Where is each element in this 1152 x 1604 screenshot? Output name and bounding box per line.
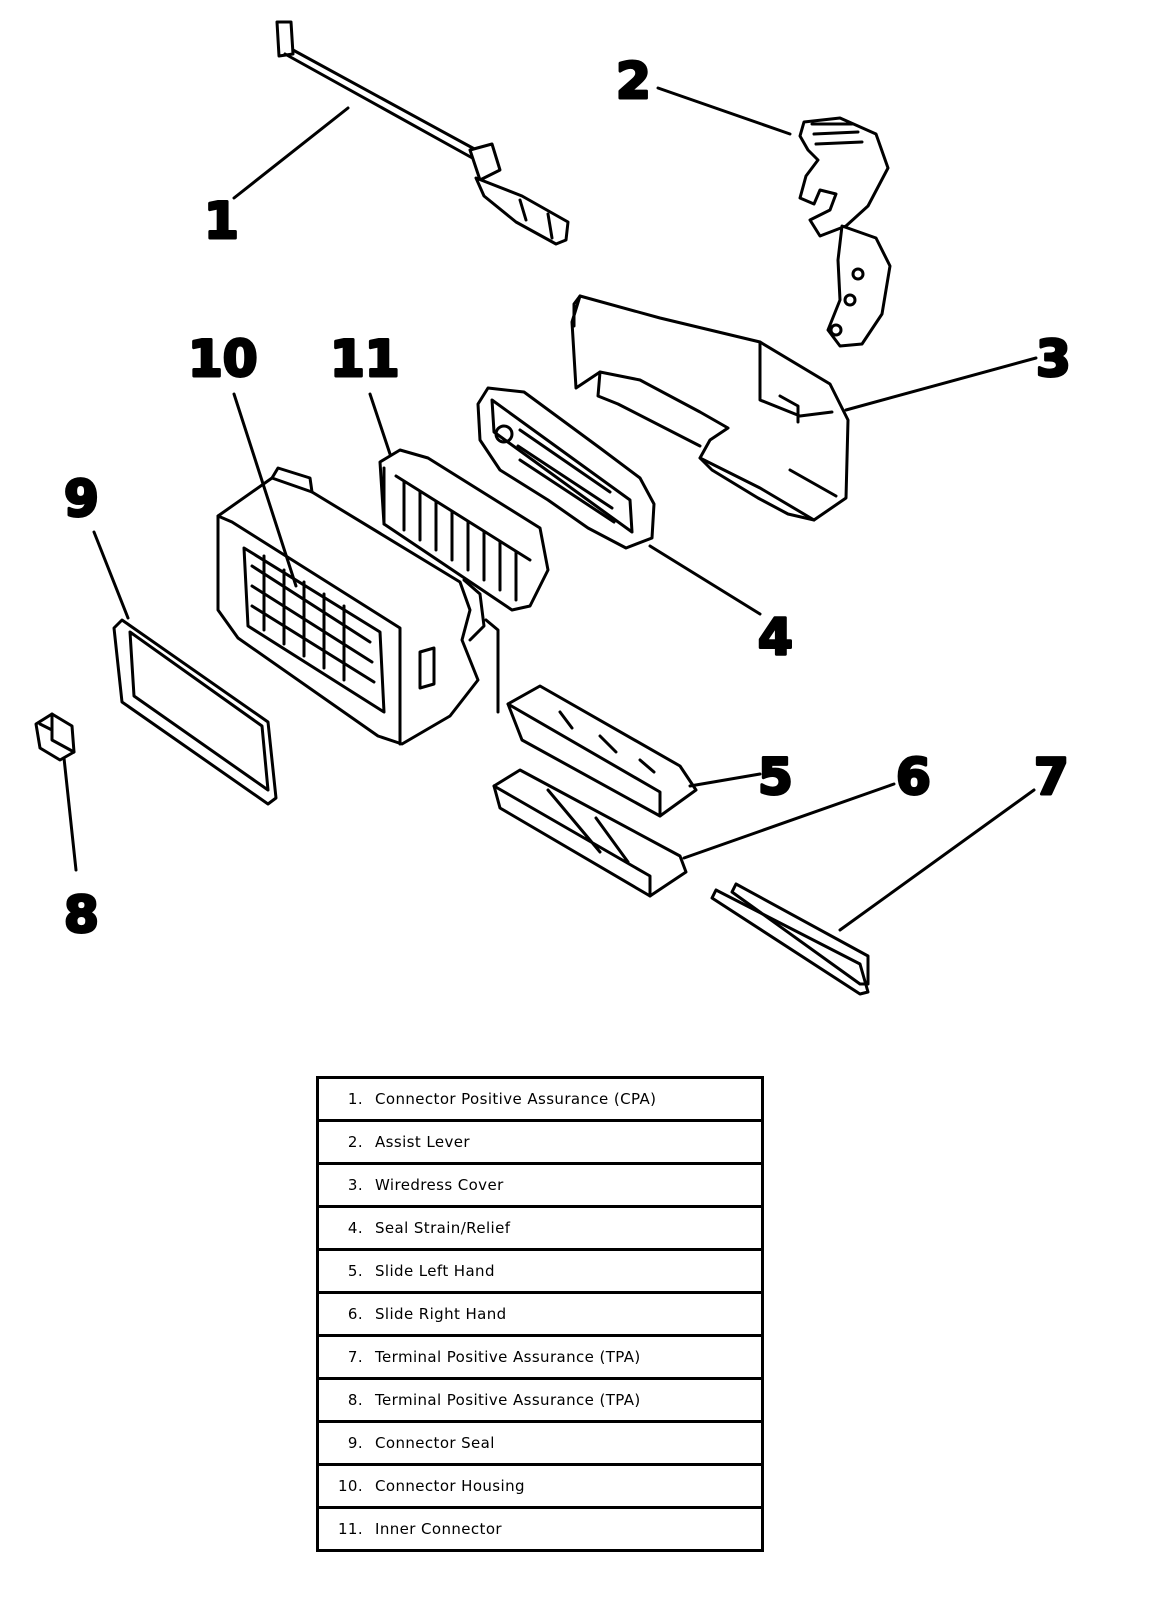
legend-row: 11.Inner Connector <box>317 1506 763 1551</box>
legend-description: Connector Housing <box>375 1463 763 1508</box>
legend-number: 4. <box>317 1205 375 1250</box>
legend-number: 1. <box>347 1090 363 1108</box>
callout-4: 4 <box>758 608 793 666</box>
legend-number: 3. <box>317 1162 375 1207</box>
part-assist-lever <box>798 116 892 348</box>
legend-row: 4.Seal Strain/Relief <box>317 1205 763 1250</box>
legend-number: 11. <box>317 1506 375 1551</box>
legend-row: 5.Slide Left Hand <box>317 1248 763 1293</box>
callout-10: 10 <box>188 330 258 388</box>
callout-8: 8 <box>64 886 99 944</box>
callout-7: 7 <box>1034 748 1069 806</box>
legend-number: 8. <box>317 1377 375 1422</box>
callout-1: 1 <box>204 192 239 250</box>
part-tpa-small <box>34 712 76 762</box>
parts-legend-table: 1.Connector Positive Assurance (CPA)2.As… <box>316 1076 764 1552</box>
legend-description: Connector Positive Assurance (CPA) <box>375 1090 657 1108</box>
legend-description: Seal Strain/Relief <box>375 1205 763 1250</box>
legend-number: 10. <box>317 1463 375 1508</box>
legend-description: Wiredress Cover <box>375 1162 763 1207</box>
part-inner-connector <box>378 448 550 612</box>
part-slide-left-hand <box>506 684 698 818</box>
legend-description: Assist Lever <box>375 1119 763 1164</box>
legend-description: Terminal Positive Assurance (TPA) <box>375 1334 763 1379</box>
legend-number: 2. <box>317 1119 375 1164</box>
legend-row: 3.Wiredress Cover <box>317 1162 763 1207</box>
legend-number: 6. <box>317 1291 375 1336</box>
legend-row: 10.Connector Housing <box>317 1463 763 1508</box>
legend-row: 9.Connector Seal <box>317 1420 763 1465</box>
exploded-connector-diagram: 1 2 3 4 5 6 7 8 9 10 11 <box>34 20 1072 996</box>
legend-description: Slide Left Hand <box>375 1248 763 1293</box>
legend-row: 2.Assist Lever <box>317 1119 763 1164</box>
callout-9: 9 <box>64 470 99 528</box>
callout-6: 6 <box>896 748 931 806</box>
callout-5: 5 <box>758 748 793 806</box>
legend-number: 7. <box>317 1334 375 1379</box>
legend-row: 8.Terminal Positive Assurance (TPA) <box>317 1377 763 1422</box>
part-seal-strain-relief <box>476 386 656 550</box>
legend-number: 5. <box>317 1248 375 1293</box>
leader-lines <box>62 86 1038 932</box>
part-cpa <box>275 20 570 246</box>
legend-row: 1. Connector Positive Assurance (CPA) <box>318 1078 763 1121</box>
legend-description: Inner Connector <box>375 1506 763 1551</box>
legend-description: Terminal Positive Assurance (TPA) <box>375 1377 763 1422</box>
legend-description: Connector Seal <box>375 1420 763 1465</box>
callout-3: 3 <box>1036 330 1071 388</box>
part-connector-seal <box>112 618 278 806</box>
legend-description: Slide Right Hand <box>375 1291 763 1336</box>
legend-row: 7.Terminal Positive Assurance (TPA) <box>317 1334 763 1379</box>
part-tpa-strip <box>710 882 870 996</box>
part-slide-right-hand <box>492 768 688 898</box>
callout-2: 2 <box>616 52 651 110</box>
legend-number: 9. <box>317 1420 375 1465</box>
callout-11: 11 <box>330 330 400 388</box>
legend-row: 6.Slide Right Hand <box>317 1291 763 1336</box>
part-wiredress-cover <box>570 294 850 522</box>
